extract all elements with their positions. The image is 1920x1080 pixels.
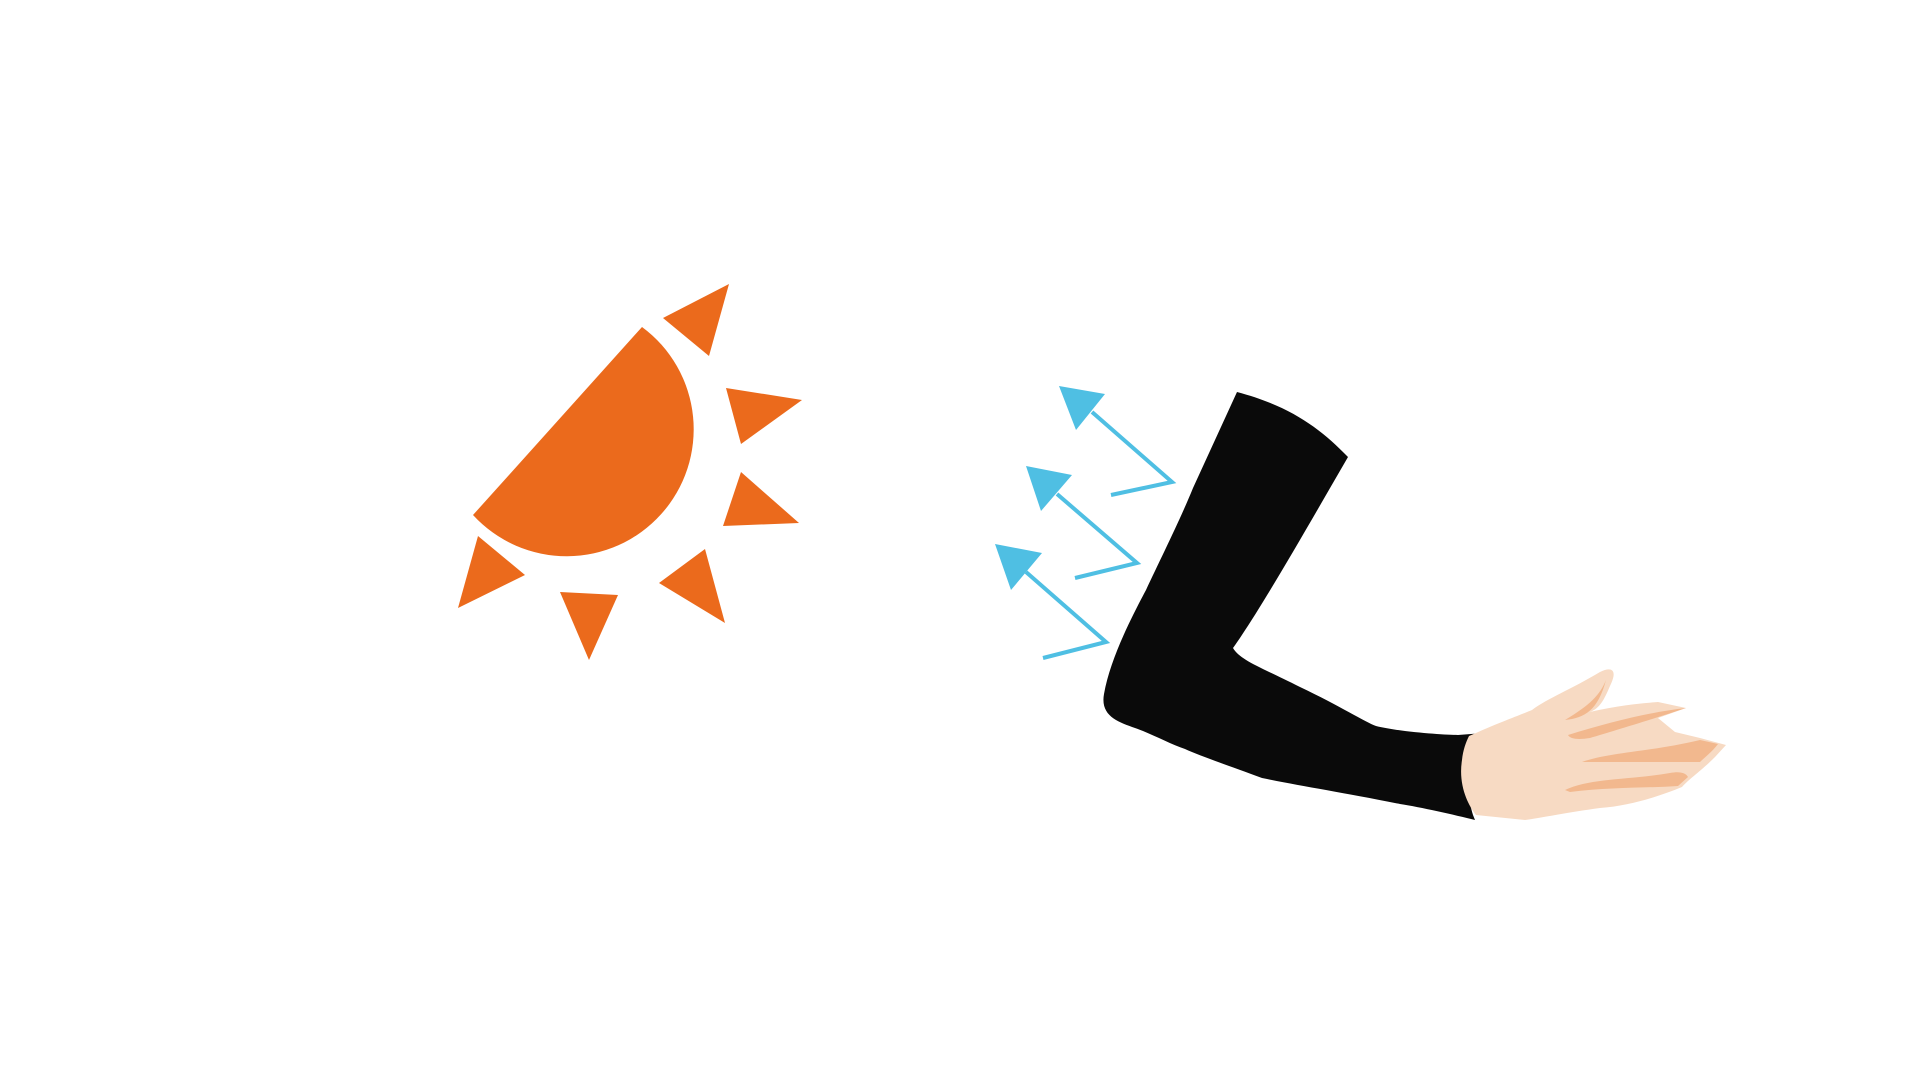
reflect-arrow [1059, 386, 1177, 497]
arm-sleeve-icon [1103, 392, 1484, 820]
sun-icon [458, 284, 802, 660]
sun-ray [458, 536, 525, 608]
finger-shade [1565, 772, 1688, 792]
sun-ray [726, 388, 802, 444]
hand-icon [1461, 669, 1726, 820]
reflect-arrow [1026, 466, 1142, 580]
sun-disc [473, 327, 694, 557]
sun-ray [659, 549, 725, 623]
reflect-arrow-icon [995, 386, 1177, 660]
finger-shade [1565, 680, 1606, 720]
sun-ray [723, 472, 799, 526]
sun-ray [560, 592, 618, 660]
finger-shade [1568, 708, 1686, 739]
sun-ray [663, 284, 729, 356]
reflect-arrow [995, 544, 1111, 660]
finger-shade [1582, 740, 1718, 762]
